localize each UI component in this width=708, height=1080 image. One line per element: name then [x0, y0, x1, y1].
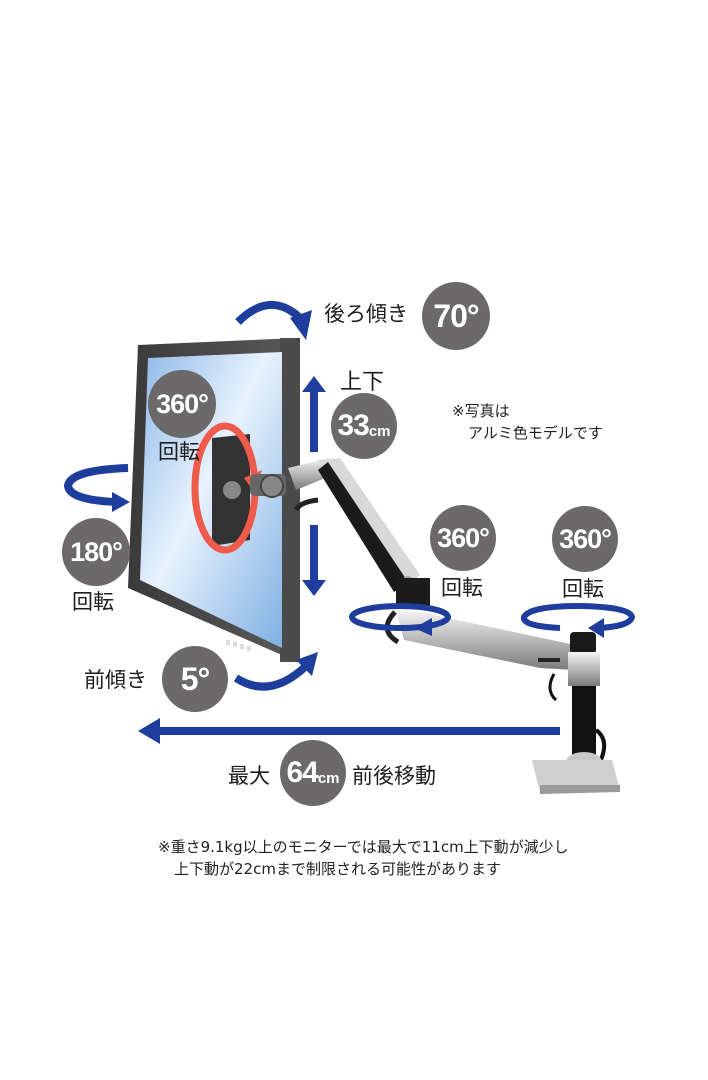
screen-rotate-badge: 360°: [148, 370, 216, 438]
elbow-rotate-arrow-icon: [349, 603, 451, 636]
height-label: 上下: [340, 370, 385, 395]
height-up-arrow-icon: [302, 376, 326, 452]
screen-rotate-label: 回転: [158, 440, 200, 464]
height-down-arrow-icon: [302, 525, 326, 596]
base-rotate-label: 回転: [562, 577, 604, 601]
extension-suffix: 前後移動: [352, 764, 436, 788]
tilt-back-badge: 70°: [422, 282, 490, 350]
lower-arm: [384, 610, 575, 670]
swivel-badge: 180°: [62, 518, 130, 586]
pole-and-clamp: [532, 632, 620, 794]
vesa-hub: [223, 481, 241, 499]
tilt-forward-badge: 5°: [162, 646, 228, 712]
upper-arm: [250, 458, 430, 608]
elbow-rotate-badge: 360°: [430, 505, 496, 571]
swivel-arrow-icon: [63, 464, 130, 512]
extension-prefix: 最大: [228, 764, 270, 788]
extension-unit: cm: [317, 769, 340, 787]
photo-note-line2: アルミ色モデルです: [468, 424, 603, 442]
tilt-back-label: 後ろ傾き: [324, 302, 408, 326]
extension-value: 64: [286, 756, 318, 789]
tilt-back-arrow-icon: [235, 300, 312, 340]
height-unit: cm: [368, 422, 391, 440]
tilt-forward-arrow-icon: [233, 652, 318, 691]
photo-note-line1: ※写真は: [452, 402, 510, 420]
tilt-forward-label: 前傾き: [84, 668, 147, 692]
elbow-rotate-label: 回転: [441, 576, 483, 600]
swivel-label: 回転: [72, 590, 114, 614]
base-rotate-badge: 360°: [552, 506, 618, 572]
base-rotate-arrow-icon: [521, 602, 636, 638]
extension-arrow-icon: [138, 718, 560, 744]
footnote-line1: ※重さ9.1kg以上のモニターでは最大で11cm上下動が減少し: [158, 838, 569, 856]
height-value: 33: [337, 409, 369, 442]
footnote-line2: 上下動が22cmまで制限される可能性があります: [174, 860, 501, 878]
